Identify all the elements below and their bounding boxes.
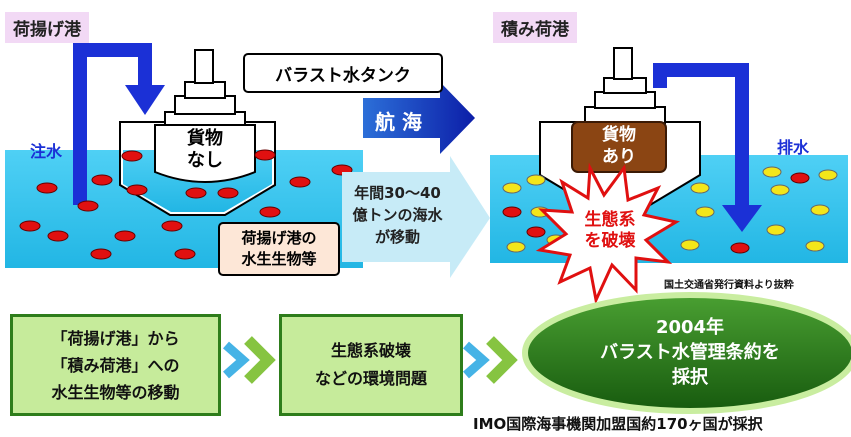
cargo-loaded-label: 貨物 あり — [572, 124, 666, 168]
flow-step-1-line-2: 「積み荷港」への — [51, 355, 180, 375]
flow-step-2-line-1: 生態系破壊 — [330, 341, 411, 360]
flow-step-1-line-3: 水生生物等の移動 — [51, 382, 180, 402]
outflow-arrow — [653, 63, 749, 210]
flow-step-1: 「荷揚げ港」から 「積み荷港」への 水生生物等の移動 — [10, 314, 221, 416]
result-line-2: バラスト水管理条約を — [600, 342, 780, 363]
volume-text: 年間30～40 億トンの海水 が移動 — [340, 182, 455, 248]
ecosystem-line-2: を破壊 — [584, 231, 636, 251]
left-organisms — [19, 149, 353, 260]
right-ship — [539, 47, 701, 206]
flow-step-2: 生態系破壊 などの環境問題 — [279, 314, 463, 416]
result-text: 2004年 バラスト水管理条約を 採択 — [545, 315, 835, 390]
cargo-empty-label: 貨物 なし — [160, 128, 250, 172]
load-port-title: 積み荷港 — [493, 12, 577, 43]
cargo-loaded-line-2: あり — [602, 147, 636, 167]
unload-port-title: 荷揚げ港 — [5, 12, 89, 43]
inflow-label: 注水 — [30, 142, 63, 161]
right-organisms-red — [502, 172, 810, 254]
ecosystem-burst — [535, 162, 681, 305]
cargo-empty-line-2: なし — [187, 150, 223, 171]
voyage-arrow — [363, 82, 475, 154]
source-note: 国土交通省発行資料より抜粋 — [664, 280, 794, 291]
volume-arrow — [342, 156, 490, 278]
cargo-loaded-line-1: 貨物 — [602, 125, 636, 145]
organisms-line-2: 水生生物等 — [241, 250, 317, 268]
volume-line-1: 年間30～40 — [354, 184, 441, 202]
result-line-1: 2004年 — [655, 317, 725, 338]
result-note: IMO国際海事機関加盟国約170ヶ国が採択 — [473, 415, 763, 433]
outflow-label: 排水 — [777, 138, 810, 157]
voyage-label: 航 海 — [375, 110, 422, 134]
volume-line-3: が移動 — [374, 228, 420, 246]
volume-line-2: 億トンの海水 — [352, 206, 443, 224]
flow-step-2-line-2: などの環境問題 — [314, 369, 427, 388]
organisms-callout: 荷揚げ港の 水生生物等 — [218, 222, 340, 276]
result-line-3: 採択 — [672, 367, 708, 388]
flow-chevrons-1 — [223, 336, 276, 384]
ecosystem-text: 生態系 を破壊 — [560, 210, 660, 252]
result-ellipse — [522, 292, 851, 414]
right-organisms-yellow — [502, 166, 838, 253]
flow-step-1-line-1: 「荷揚げ港」から — [51, 328, 180, 348]
ballast-tank-label: バラスト水タンク — [243, 53, 443, 93]
cargo-box-loaded — [571, 121, 667, 173]
flow-chevrons-2 — [463, 336, 518, 384]
inflow-arrow — [73, 43, 152, 205]
ecosystem-line-1: 生態系 — [584, 210, 636, 230]
organisms-line-1: 荷揚げ港の — [241, 229, 317, 247]
cargo-empty-line-1: 貨物 — [187, 128, 223, 149]
